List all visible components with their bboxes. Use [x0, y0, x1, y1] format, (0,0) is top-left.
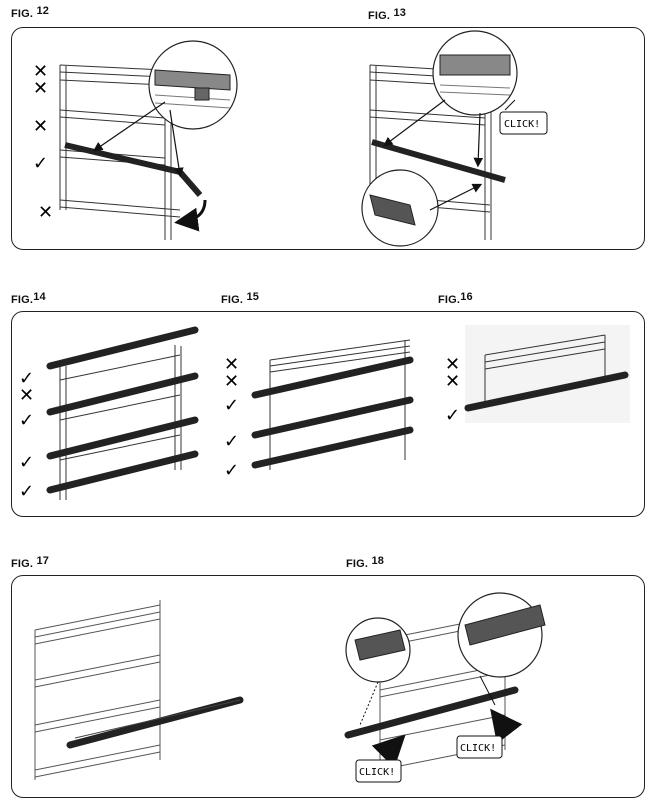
fig-14-label: FIG.14: [11, 291, 46, 306]
click-callout-18a: CLICK!: [355, 759, 402, 783]
fig-13-illustration: [361, 30, 518, 247]
fig-15-marks: ✕ ✕ ✓ ✓ ✓: [224, 354, 239, 481]
fig-12-marks: ✕ ✕ ✕ ✓ ✕: [33, 61, 53, 223]
panel-fig-12-13: [11, 27, 645, 250]
check-mark-icon: ✓: [19, 410, 34, 431]
cross-mark-icon: ✕: [224, 354, 239, 375]
cross-mark-icon: ✕: [33, 78, 48, 99]
cross-mark-icon: ✕: [19, 385, 34, 406]
cross-mark-icon: ✕: [33, 116, 48, 137]
fig-13-label: FIG. 13: [368, 7, 407, 22]
click-text: CLICK!: [359, 767, 395, 778]
check-mark-icon: ✓: [224, 395, 239, 416]
cross-mark-icon: ✕: [33, 61, 48, 82]
check-mark-icon: ✓: [445, 405, 460, 426]
check-mark-icon: ✓: [19, 368, 34, 389]
check-mark-icon: ✓: [224, 431, 239, 452]
fig-14-marks: ✓ ✕ ✓ ✓ ✓: [19, 368, 34, 502]
check-mark-icon: ✓: [224, 460, 239, 481]
cross-mark-icon: ✕: [224, 371, 239, 392]
fig-18-label: FIG. 18: [346, 555, 385, 570]
fig-17-illustration: [34, 600, 244, 780]
click-callout-18b: CLICK!: [456, 735, 503, 759]
fig-12-illustration: [59, 40, 238, 240]
cross-mark-icon: ✕: [445, 371, 460, 392]
fig-15-label: FIG. 15: [221, 291, 260, 306]
check-mark-icon: ✓: [19, 481, 34, 502]
fig-14-illustration: [46, 326, 199, 500]
cross-mark-icon: ✕: [38, 202, 53, 223]
click-text: CLICK!: [504, 119, 540, 130]
fig-16-illustration: [464, 325, 630, 423]
click-text: CLICK!: [460, 743, 496, 754]
fig-16-label: FIG.16: [438, 291, 473, 306]
fig-15-illustration: [251, 339, 414, 470]
click-callout-13: CLICK!: [499, 111, 548, 135]
fig-12-label: FIG. 12: [11, 5, 50, 20]
fig-18-illustration: [344, 592, 546, 775]
fig-17-label: FIG. 17: [11, 555, 50, 570]
check-mark-icon: ✓: [33, 153, 48, 174]
check-mark-icon: ✓: [19, 452, 34, 473]
cross-mark-icon: ✕: [445, 354, 460, 375]
fig-16-marks: ✕ ✕ ✓: [445, 354, 460, 426]
